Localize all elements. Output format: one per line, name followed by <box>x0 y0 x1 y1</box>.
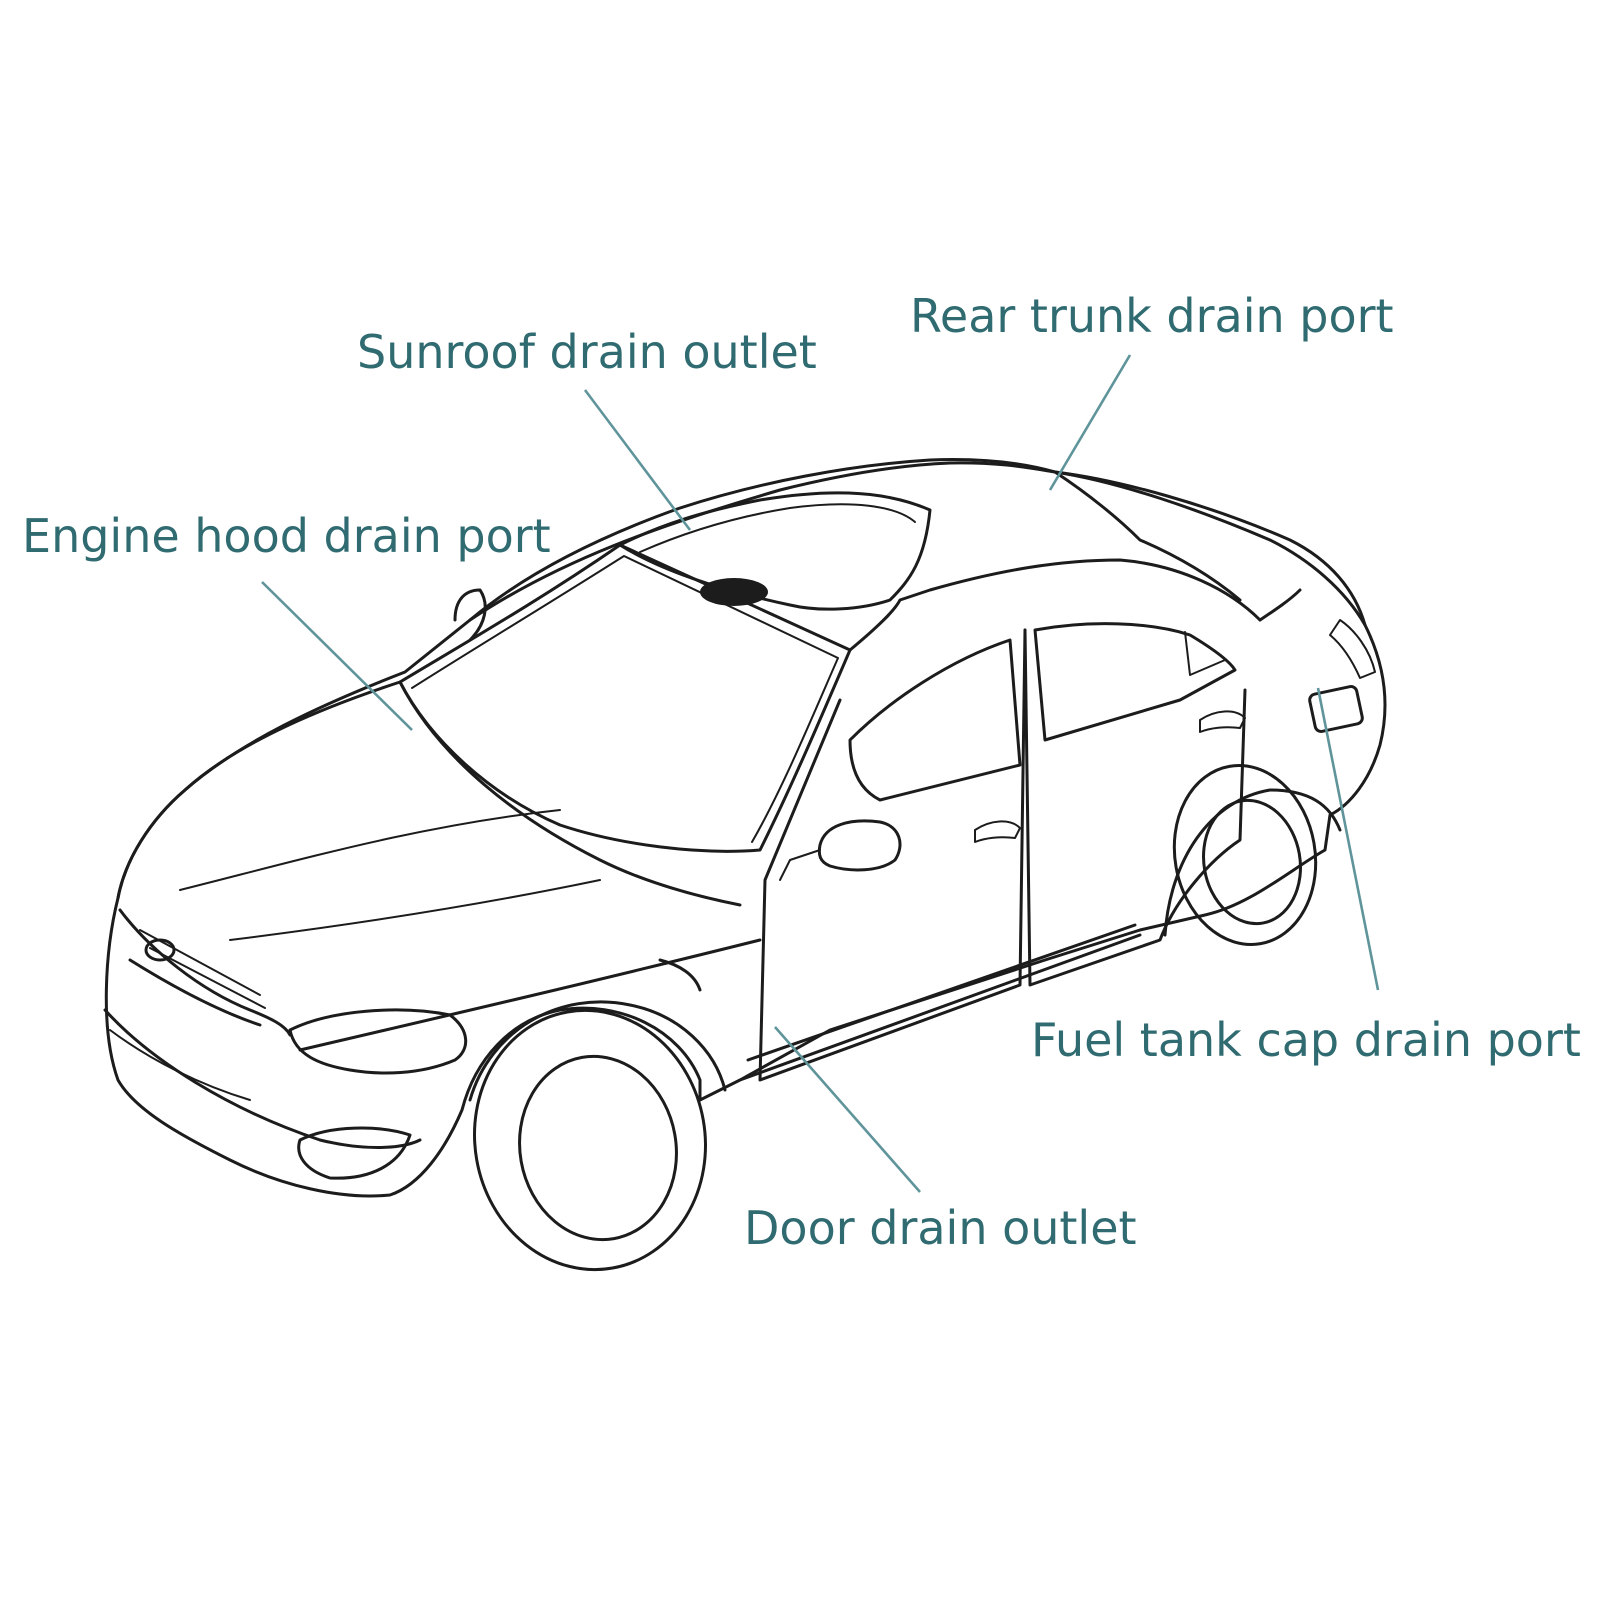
front-door-handle <box>974 820 1021 843</box>
side-mirror <box>817 819 902 872</box>
grille-slats <box>139 929 266 1009</box>
leader-sunroof <box>583 389 692 531</box>
front-badge <box>144 938 176 962</box>
rear-side-window <box>1033 622 1237 742</box>
leader-engine-hood <box>261 581 413 731</box>
fuel-tank-cap <box>1308 685 1364 733</box>
license-plate-area <box>109 1029 251 1101</box>
side-mirror-arm <box>779 849 821 881</box>
front-side-window <box>848 638 1022 802</box>
rear-quarter-glass <box>1184 631 1226 676</box>
trunk-lid <box>1053 470 1367 627</box>
car-illustration <box>103 458 1387 1272</box>
hood-crease <box>179 809 601 941</box>
label-fuel-tank-cap-drain-port: Fuel tank cap drain port <box>1031 1013 1581 1067</box>
fog-light <box>297 1126 412 1180</box>
windshield <box>398 543 852 853</box>
callout-labels: Rear trunk drain port Sunroof drain outl… <box>22 289 1581 1255</box>
label-door-drain-outlet: Door drain outlet <box>744 1201 1137 1255</box>
leader-fuel-tank-cap <box>1316 687 1380 991</box>
tail-light <box>1329 619 1376 679</box>
windshield-inner <box>411 555 839 843</box>
side-sill <box>738 923 1142 1082</box>
c-pillar <box>848 558 1262 652</box>
front-wheel <box>468 1000 727 1272</box>
rear-door-outline <box>1023 628 1247 987</box>
front-door-outline <box>758 628 1027 1082</box>
headlight <box>288 1008 468 1075</box>
label-engine-hood-drain-port: Engine hood drain port <box>22 509 551 563</box>
sunroof-inner <box>639 503 916 553</box>
leader-lines <box>261 354 1380 1193</box>
label-rear-trunk-drain-port: Rear trunk drain port <box>910 289 1394 343</box>
front-grille <box>118 908 292 1037</box>
rear-door-handle <box>1199 710 1246 733</box>
fender-line <box>298 938 762 1052</box>
front-bumper <box>103 1008 422 1149</box>
label-sunroof-drain-outlet: Sunroof drain outlet <box>357 325 817 379</box>
leader-rear-trunk <box>1048 354 1132 491</box>
rear-view-mirror <box>700 578 768 606</box>
leader-door <box>774 1026 921 1193</box>
rear-wheel <box>1163 764 1342 946</box>
car-body-outline <box>104 458 1387 1198</box>
hood <box>116 680 742 907</box>
antenna <box>453 588 487 642</box>
